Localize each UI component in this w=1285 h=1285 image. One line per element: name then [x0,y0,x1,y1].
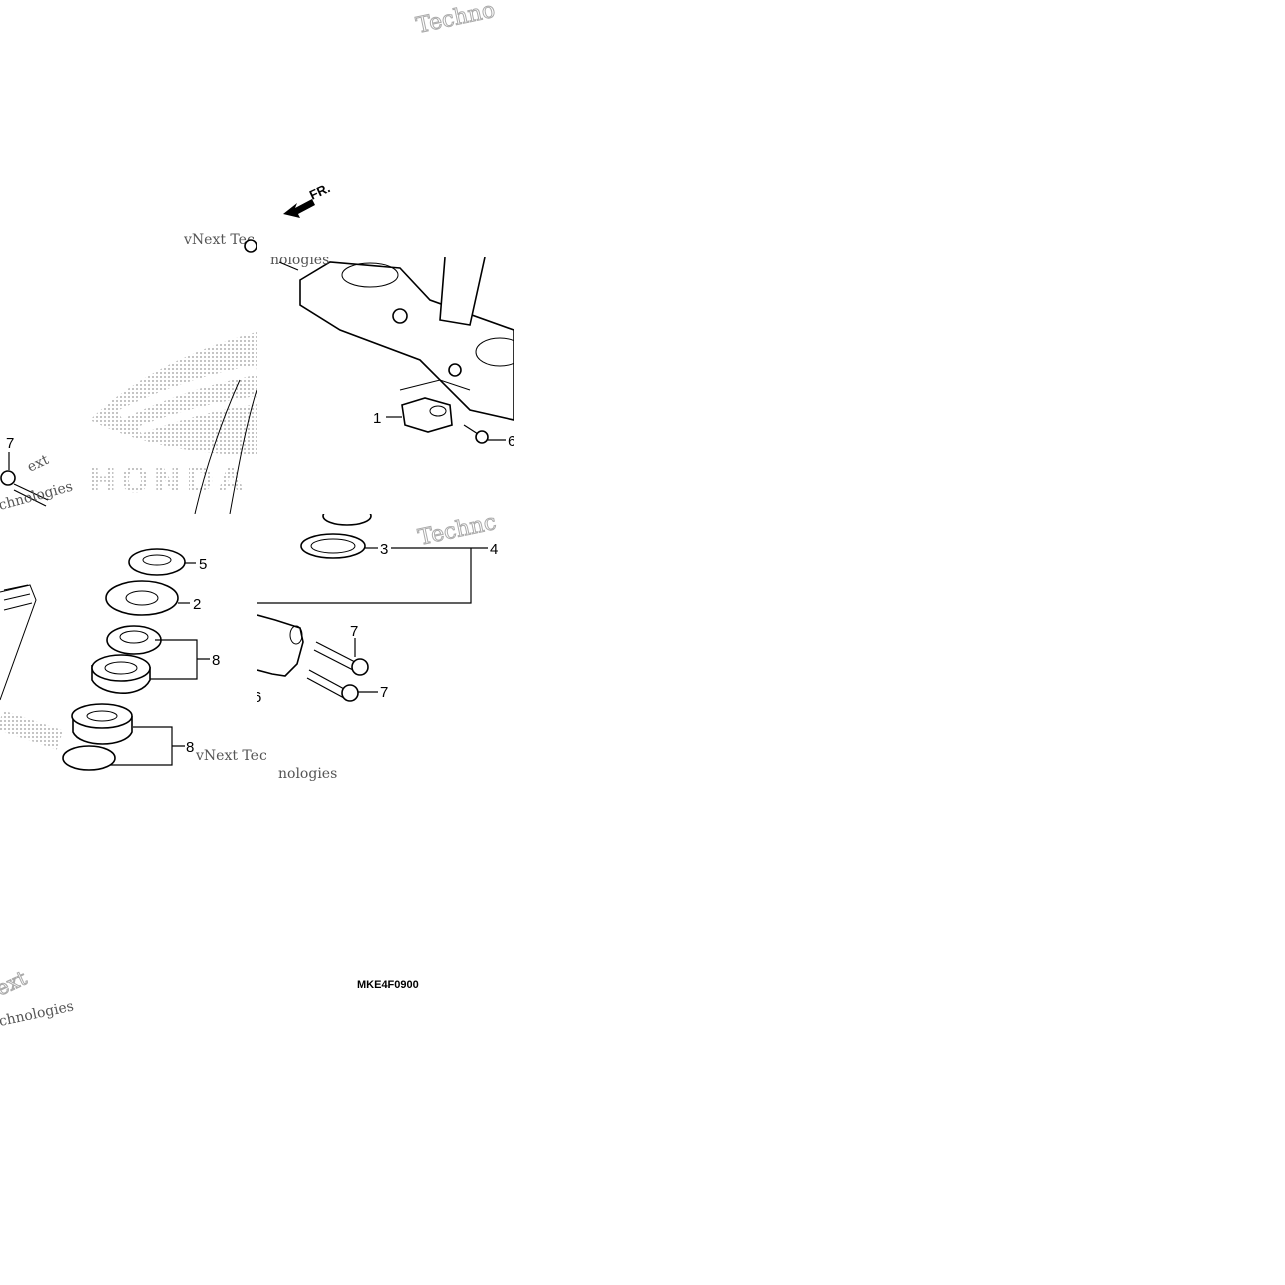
tile-bottom-right: 3 4 7 7 6 Technc [253,510,499,706]
steering-stem-top [439,257,486,326]
watermark-chnologies-2: chnologies [0,998,75,1029]
fork-hole-right [475,337,514,367]
watermark-ext: ext [25,452,52,476]
tile-top-right: 1 6 nologies [270,252,516,450]
clamp-mount-outline [399,379,471,391]
front-arrow: FR. [283,180,332,218]
lower-bridge-fragment [257,614,304,677]
lock-nut-5 [128,548,196,576]
callout-3: 3 [380,541,388,558]
callout-6-bottom: 6 [253,689,261,706]
bolt-7-upper [313,638,369,676]
callout-8-lower: 8 [186,739,194,756]
honda-logo-fragment [0,710,64,750]
washer-2 [105,580,190,616]
watermark-techno: Techno [414,0,497,39]
stem-left-edge [194,379,241,514]
bridge-nut-icon [448,363,462,377]
nut-icon [244,239,257,253]
stem-shaft [0,584,37,701]
watermark-ext-2: ext [0,966,30,1001]
front-label: FR. [307,180,332,202]
drawing-code: MKE4F0900 [357,979,419,991]
callout-2: 2 [193,596,201,613]
watermark-vnext-2: vNext Tec [195,748,267,764]
callout-6-top: 6 [508,433,516,450]
callout-1: 1 [373,410,381,427]
stem-right-edge [229,389,257,514]
fork-hole-left [341,262,399,288]
callout-8-upper: 8 [212,652,220,669]
callout-7-left: 7 [6,435,14,452]
callout-5: 5 [199,556,207,573]
bearing-8-lower [62,703,185,771]
bolt-7-lower [306,669,378,702]
callout-7-lower: 7 [380,684,388,701]
tile-bottom-left: 5 2 8 8 [0,548,220,771]
callout-7-upper: 7 [350,623,358,640]
bolt-7-left [0,452,49,507]
tile-top-left: HONDA 7 ext chnologies vNext Tec [0,232,257,514]
bridge-bolt-icon [392,308,408,324]
bearing-top-fragment [322,514,372,526]
callout-4: 4 [490,541,498,558]
watermark-nologies-1: nologies [270,252,329,268]
bearing-8-upper [91,625,210,694]
watermark-vnext-1: vNext Tec [183,232,255,248]
clamp-part-1 [401,397,453,433]
honda-logo-text: HONDA [88,461,248,501]
watermark-technc: Technc [416,510,498,551]
honda-wing-logo: HONDA [88,332,257,501]
upper-bridge [299,261,514,421]
watermark-nologies-2: nologies [278,766,337,782]
bolt-6 [463,424,506,444]
dust-seal-3 [300,533,378,559]
leader-4 [257,548,472,604]
